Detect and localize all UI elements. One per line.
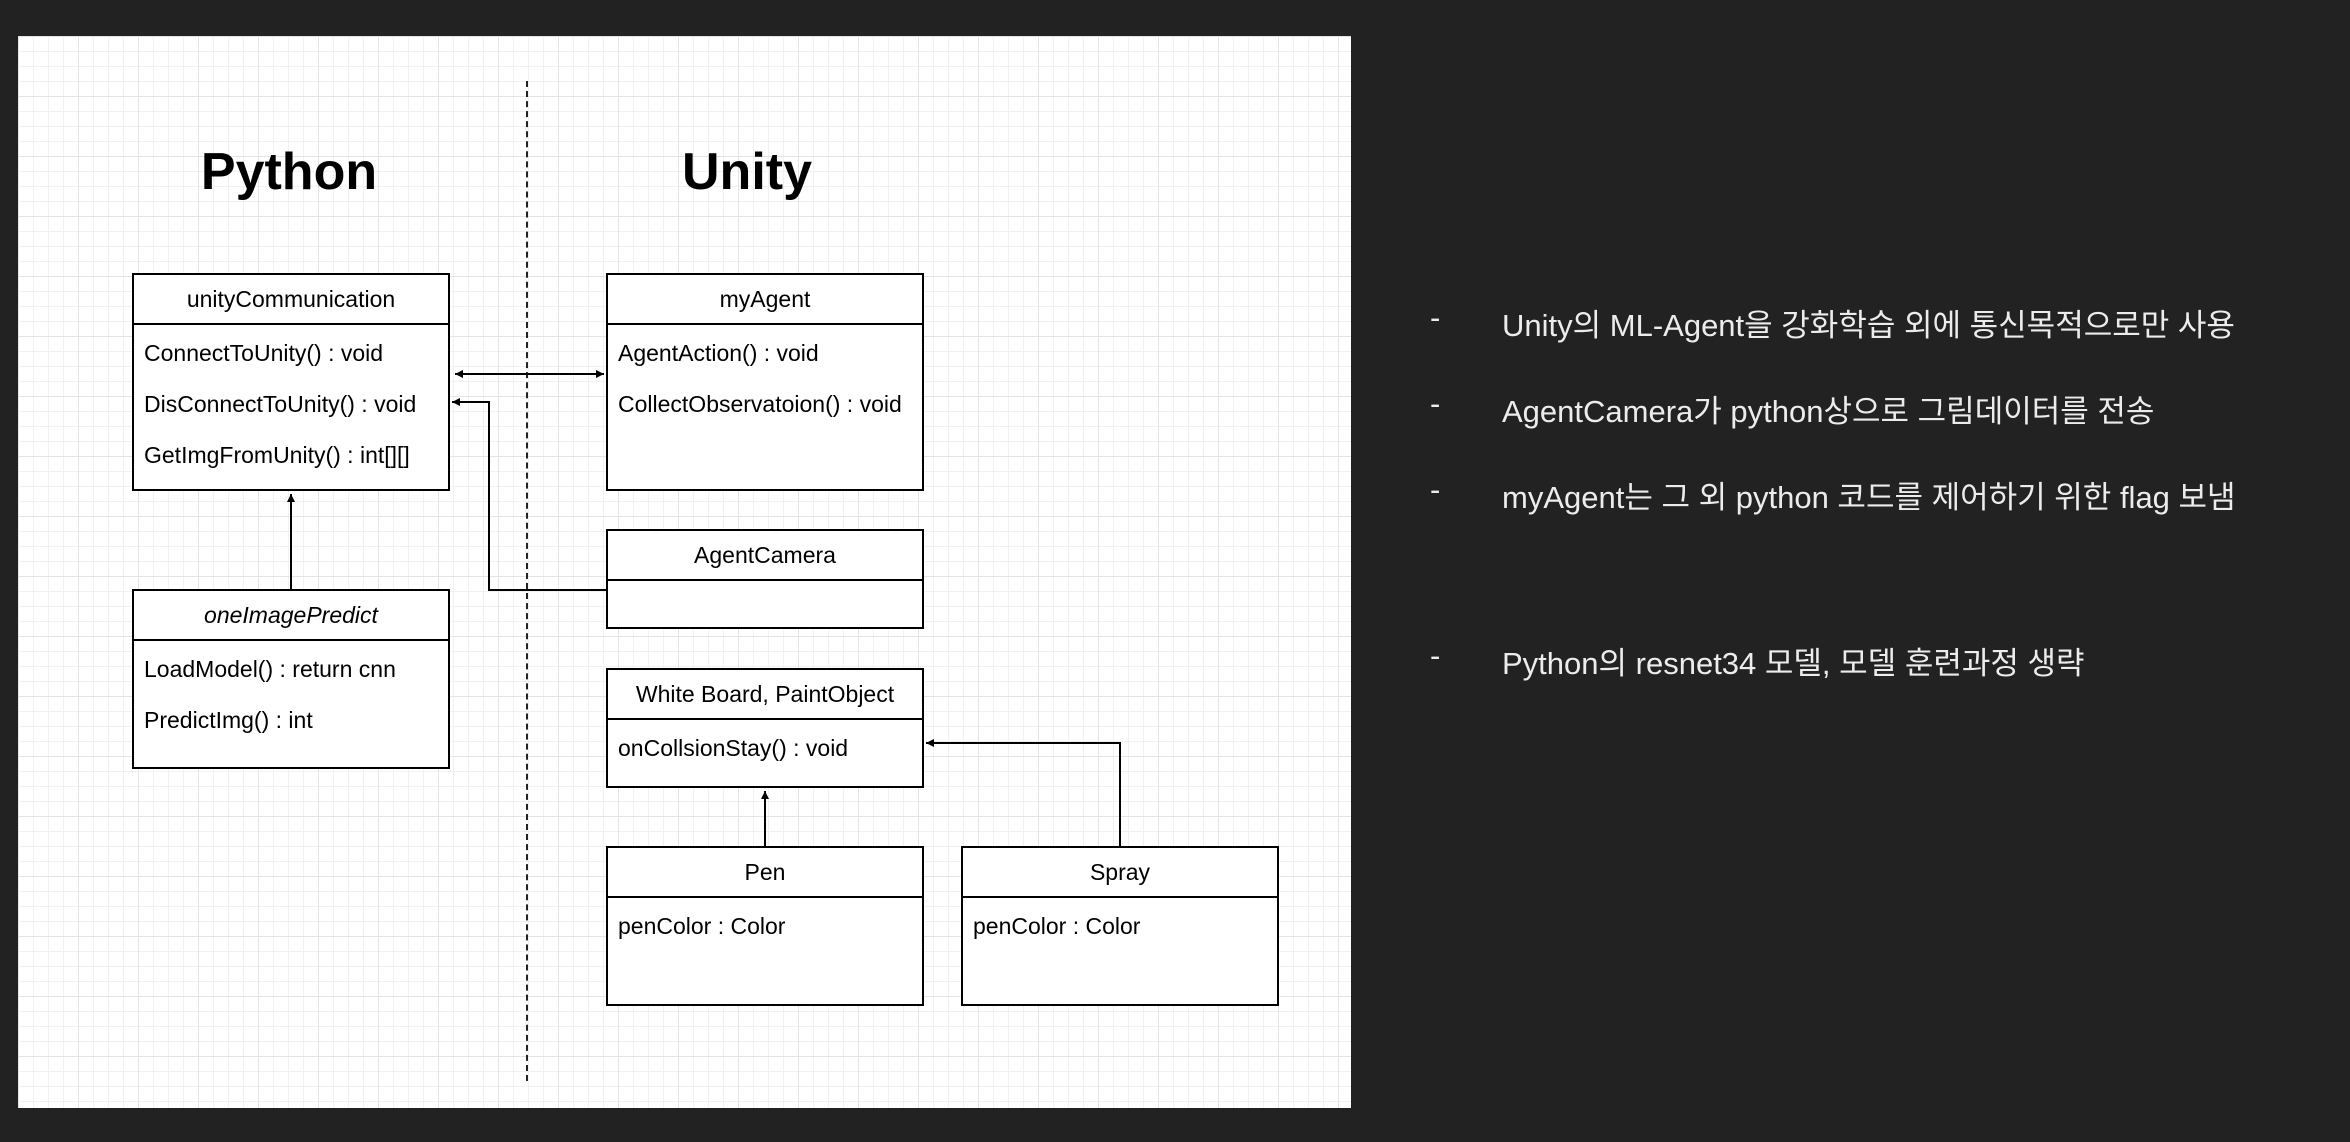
arrow-camera-to-communication bbox=[452, 398, 606, 591]
arrow-spray-to-whiteboard bbox=[926, 739, 1121, 846]
python-unity-divider bbox=[526, 81, 528, 1081]
class-member: LoadModel() : return cnn bbox=[144, 656, 396, 682]
diagram-canvas: Python Unity unityCommunication ConnectT… bbox=[18, 36, 1351, 1108]
class-white-board[interactable]: White Board, PaintObject onCollsionStay(… bbox=[606, 668, 924, 788]
class-spray[interactable]: Spray penColor : Color bbox=[961, 846, 1279, 1006]
class-title: unityCommunication bbox=[134, 275, 448, 325]
class-member: CollectObservatoion() : void bbox=[618, 391, 902, 417]
note-text: myAgent는 그 외 python 코드를 제어하기 위한 flag 보냄 bbox=[1502, 480, 2236, 515]
class-title: oneImagePredict bbox=[134, 591, 448, 641]
python-heading: Python bbox=[200, 143, 378, 201]
class-title: Pen bbox=[608, 848, 922, 898]
note-dash: - bbox=[1430, 300, 1441, 335]
class-member: penColor : Color bbox=[618, 913, 786, 939]
class-one-image-predict[interactable]: oneImagePredict LoadModel() : return cnn… bbox=[132, 589, 450, 769]
note-text: Python의 resnet34 모델, 모델 훈련과정 생략 bbox=[1502, 646, 2085, 681]
unity-heading: Unity bbox=[682, 143, 812, 201]
class-my-agent[interactable]: myAgent AgentAction() : void CollectObse… bbox=[606, 273, 924, 491]
note-dash: - bbox=[1430, 472, 1441, 507]
class-member: DisConnectToUnity() : void bbox=[144, 391, 417, 417]
class-member: AgentAction() : void bbox=[618, 340, 819, 366]
class-title: myAgent bbox=[608, 275, 922, 325]
class-member: GetImgFromUnity() : int[][] bbox=[144, 442, 410, 468]
note-dash: - bbox=[1430, 386, 1441, 421]
note-text: AgentCamera가 python상으로 그림데이터를 전송 bbox=[1502, 394, 2155, 429]
class-agent-camera[interactable]: AgentCamera bbox=[606, 529, 924, 629]
note-dash: - bbox=[1430, 638, 1441, 673]
class-member: PredictImg() : int bbox=[144, 707, 313, 733]
connector-layer bbox=[287, 370, 1121, 846]
class-title: Spray bbox=[963, 848, 1277, 898]
class-pen[interactable]: Pen penColor : Color bbox=[606, 846, 924, 1006]
note-text: Unity의 ML-Agent을 강화학습 외에 통신목적으로만 사용 bbox=[1502, 308, 2235, 343]
class-member: onCollsionStay() : void bbox=[618, 735, 849, 761]
class-title: AgentCamera bbox=[608, 531, 922, 581]
class-member: ConnectToUnity() : void bbox=[144, 340, 384, 366]
class-title: White Board, PaintObject bbox=[608, 670, 922, 720]
class-member: penColor : Color bbox=[973, 913, 1141, 939]
class-unity-communication[interactable]: unityCommunication ConnectToUnity() : vo… bbox=[132, 273, 450, 491]
